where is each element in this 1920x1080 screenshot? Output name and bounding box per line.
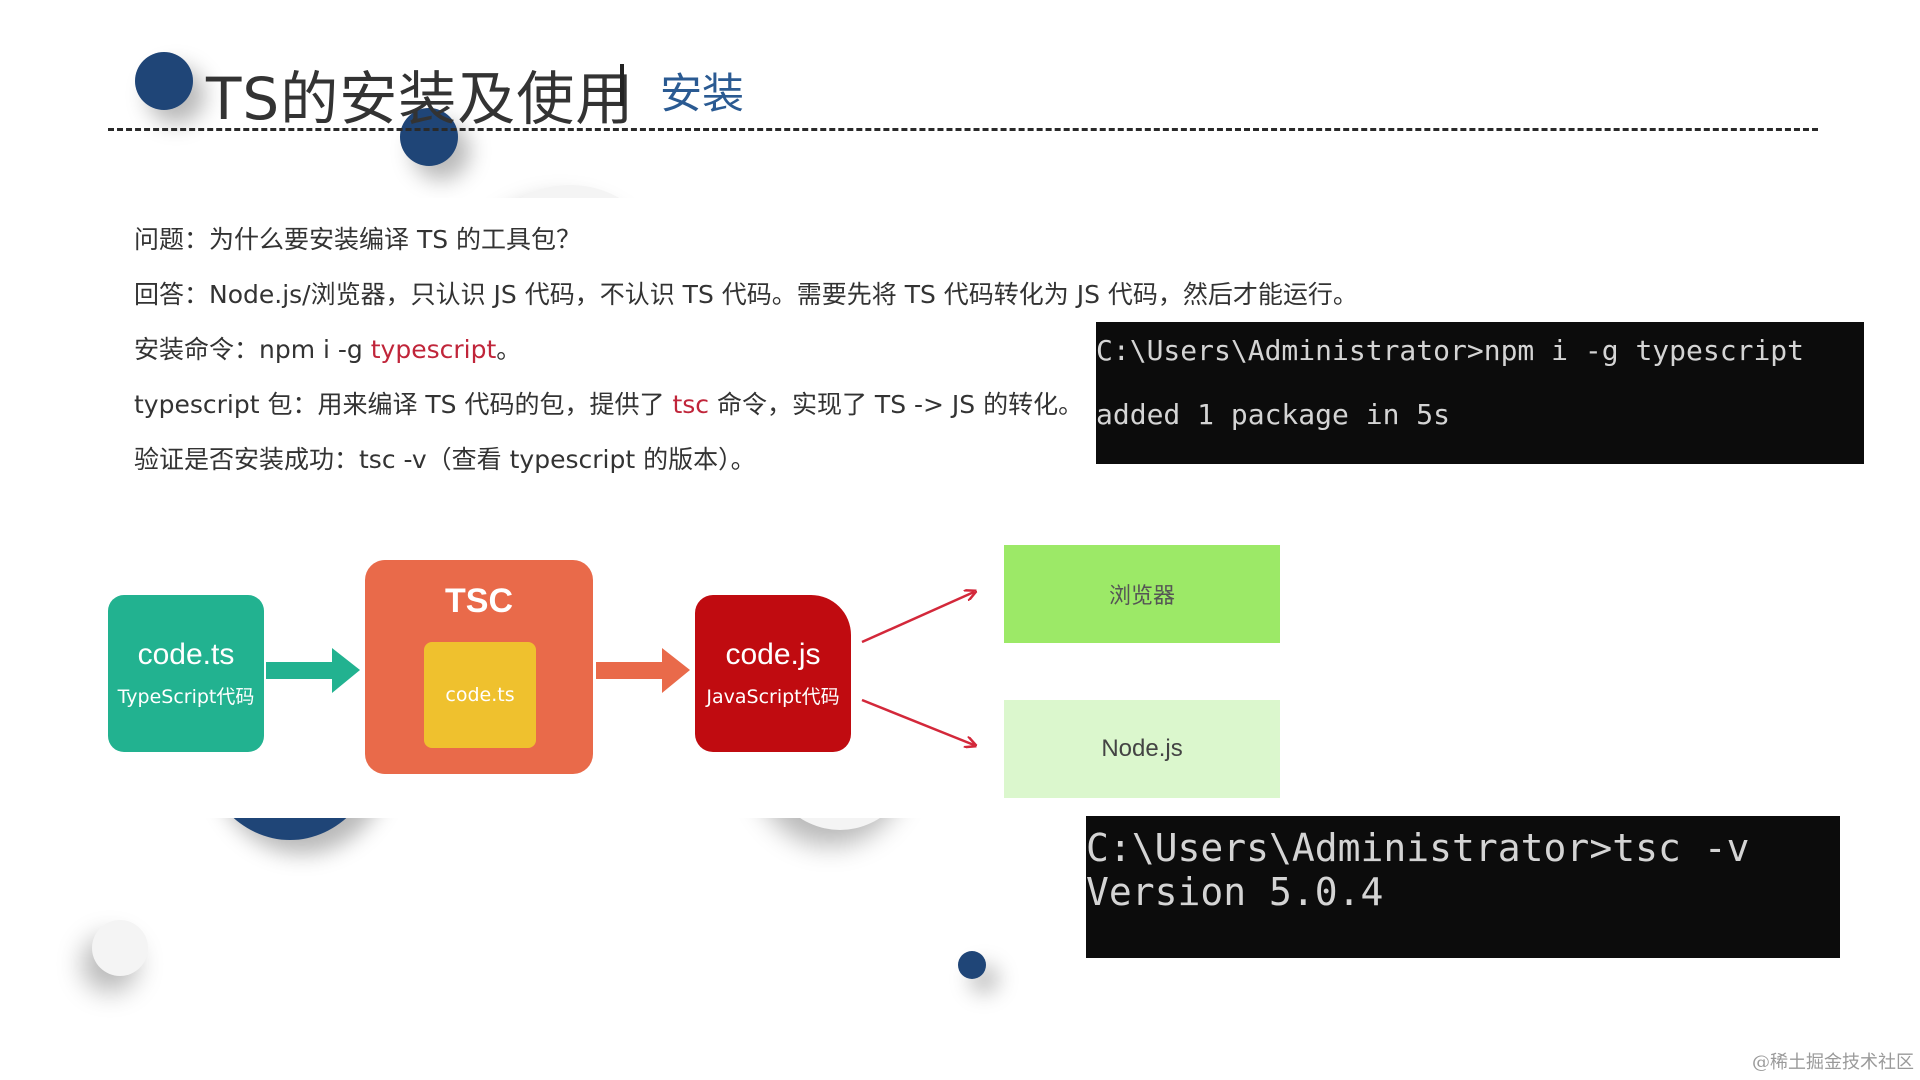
page-title: TS的安装及使用: [206, 65, 635, 133]
tsc-inner-label: code.ts: [445, 684, 515, 706]
page-subtitle: 安装: [660, 69, 745, 118]
package-description-line: typescript 包：用来编译 TS 代码的包，提供了 tsc 命令，实现了…: [134, 385, 1083, 421]
terminal-install-line-1: C:\Users\Administrator>npm i -g typescri…: [1096, 334, 1805, 367]
terminal-version-line-2: Version 5.0.4: [1086, 870, 1384, 914]
browser-target-box: 浏览器: [1004, 545, 1280, 643]
answer-text: 回答：Node.js/浏览器，只认识 JS 代码，不认识 TS 代码。需要先将 …: [134, 280, 1358, 309]
tsc-compiler-box: TSC code.ts: [365, 560, 593, 774]
pkg-prefix: typescript 包：用来编译 TS 代码的包，提供了: [134, 390, 673, 419]
code-ts-caption: TypeScript代码: [117, 686, 255, 708]
pkg-suffix: 命令，实现了 TS -> JS 的转化。: [709, 390, 1084, 419]
pkg-highlight: tsc: [672, 390, 710, 419]
terminal-install-line-2: added 1 package in 5s: [1096, 398, 1451, 431]
header-divider: [108, 128, 1818, 131]
decor-circle-navy-title: [135, 52, 193, 110]
terminal-version: C:\Users\Administrator>tsc -v Version 5.…: [1086, 816, 1840, 958]
decor-circle-navy-tiny: [958, 951, 986, 979]
code-ts-box: code.ts TypeScript代码: [108, 595, 264, 752]
browser-label: 浏览器: [1108, 584, 1175, 609]
code-js-title: code.js: [725, 638, 821, 671]
install-highlight: typescript: [370, 335, 497, 364]
question-text: 问题：为什么要安装编译 TS 的工具包？: [134, 225, 582, 254]
node-target-box: Node.js: [1004, 700, 1280, 798]
code-js-caption: JavaScript代码: [706, 686, 840, 708]
title-separator: [620, 64, 624, 106]
install-prefix: 安装命令：npm i -g: [134, 335, 371, 364]
tsc-title: TSC: [445, 582, 513, 620]
tsc-inner-file: code.ts: [424, 642, 536, 748]
code-ts-title: code.ts: [137, 638, 235, 671]
decor-circle-navy-small: [400, 108, 458, 166]
terminal-version-line-1: C:\Users\Administrator>tsc -v: [1086, 826, 1750, 870]
install-suffix: 。: [496, 335, 522, 364]
code-js-box: code.js JavaScript代码: [695, 595, 851, 752]
install-command-line: 安装命令：npm i -g typescript。: [134, 330, 521, 366]
node-label: Node.js: [1101, 735, 1183, 762]
decor-circle-white-left: [92, 920, 148, 976]
verify-text: 验证是否安装成功：tsc -v（查看 typescript 的版本）。: [134, 445, 756, 474]
terminal-install: C:\Users\Administrator>npm i -g typescri…: [1096, 322, 1864, 464]
watermark: @稀土掘金技术社区: [1752, 1052, 1914, 1073]
